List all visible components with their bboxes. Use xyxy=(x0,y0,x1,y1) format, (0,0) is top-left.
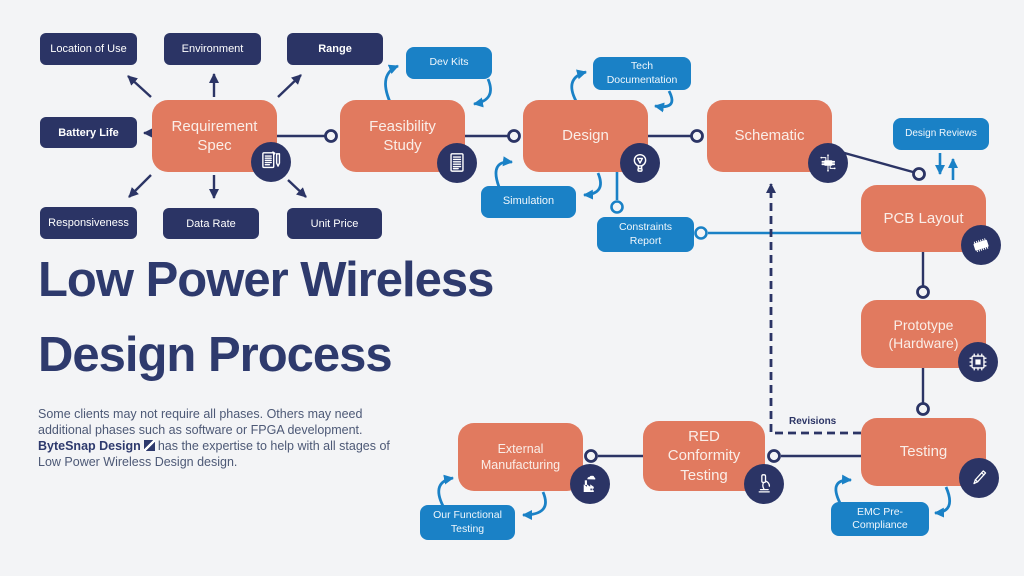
factor-range: Range xyxy=(287,33,383,65)
document-pen-icon xyxy=(251,142,291,182)
node-label: Design xyxy=(562,127,609,145)
title-line-2: Design Process xyxy=(38,328,393,382)
node-label: Requirement Spec xyxy=(171,117,258,155)
revisions-label: Revisions xyxy=(789,416,837,427)
support-label: Our Functional Testing xyxy=(433,509,502,535)
factor-label: Data Rate xyxy=(186,217,236,230)
factor-location-of-use: Location of Use xyxy=(40,33,137,65)
support-design-reviews: Design Reviews xyxy=(893,118,989,150)
factory-icon xyxy=(570,464,610,504)
factor-label: Unit Price xyxy=(310,217,359,230)
intro-line-2: additional phases such as software or FP… xyxy=(38,423,363,437)
factor-label: Range xyxy=(318,43,352,55)
support-constraints-report: Constraints Report xyxy=(597,217,694,252)
factor-battery-life: Battery Life xyxy=(40,117,137,148)
intro-line-4: Low Power Wireless Design design. xyxy=(38,455,238,469)
support-tech-documentation: Tech Documentation xyxy=(593,57,691,90)
intro-line-3-text: has the expertise to help with all stage… xyxy=(157,439,390,453)
cpu-chip-icon xyxy=(958,342,998,382)
node-label: Feasibility Study xyxy=(369,117,436,155)
node-label: Schematic xyxy=(734,127,805,145)
support-label: EMC Pre-Compliance xyxy=(852,505,908,531)
factor-label: Battery Life xyxy=(58,126,119,139)
pcb-chip-3d-icon xyxy=(961,225,1001,265)
support-label: Design Reviews xyxy=(905,127,977,139)
requirement-arrows xyxy=(127,73,307,199)
bytesnap-logo-icon xyxy=(143,440,155,451)
support-links xyxy=(610,153,958,240)
node-external-manufacturing: External Manufacturing xyxy=(458,423,583,491)
flow-lines xyxy=(277,129,930,463)
support-label: Dev Kits xyxy=(429,56,469,69)
lightbulb-icon xyxy=(620,143,660,183)
factor-label: Location of Use xyxy=(50,43,127,55)
report-document-icon xyxy=(437,143,477,183)
microscope-icon xyxy=(744,464,784,504)
node-label: Prototype (Hardware) xyxy=(888,316,959,351)
support-label: Tech Documentation xyxy=(606,60,678,86)
node-label: RED Conformity Testing xyxy=(667,427,741,484)
factor-label: Responsiveness xyxy=(48,217,129,229)
node-label: PCB Layout xyxy=(883,209,964,227)
brand-name: ByteSnap Design xyxy=(38,439,141,453)
loop-arrows xyxy=(384,64,952,520)
support-dev-kits: Dev Kits xyxy=(406,47,492,79)
factor-unit-price: Unit Price xyxy=(287,208,382,239)
title-line-1: Low Power Wireless xyxy=(38,253,494,307)
factor-responsiveness: Responsiveness xyxy=(40,207,137,239)
factor-data-rate: Data Rate xyxy=(163,208,259,239)
intro-paragraph: Some clients may not require all phases.… xyxy=(38,406,418,470)
node-requirement-spec: Requirement Spec xyxy=(152,100,277,172)
support-label: Simulation xyxy=(502,195,555,208)
intro-line-3: ByteSnap Design has the expertise to help… xyxy=(38,438,418,454)
node-red-conformity-testing: RED Conformity Testing xyxy=(643,421,765,491)
revisions-path xyxy=(766,183,861,435)
page-title: Low Power Wireless Design Process xyxy=(38,243,494,393)
support-our-functional-testing: Our Functional Testing xyxy=(420,505,515,540)
support-label: Constraints Report xyxy=(618,221,673,247)
factor-label: Environment xyxy=(181,43,244,55)
node-label: External Manufacturing xyxy=(480,441,561,472)
circuit-chip-icon xyxy=(808,143,848,183)
intro-line-1: Some clients may not require all phases.… xyxy=(38,407,363,421)
pencil-icon xyxy=(959,458,999,498)
support-emc-pre-compliance: EMC Pre-Compliance xyxy=(831,502,929,536)
factor-environment: Environment xyxy=(164,33,261,65)
node-label: Testing xyxy=(899,443,948,461)
support-simulation: Simulation xyxy=(481,186,576,218)
